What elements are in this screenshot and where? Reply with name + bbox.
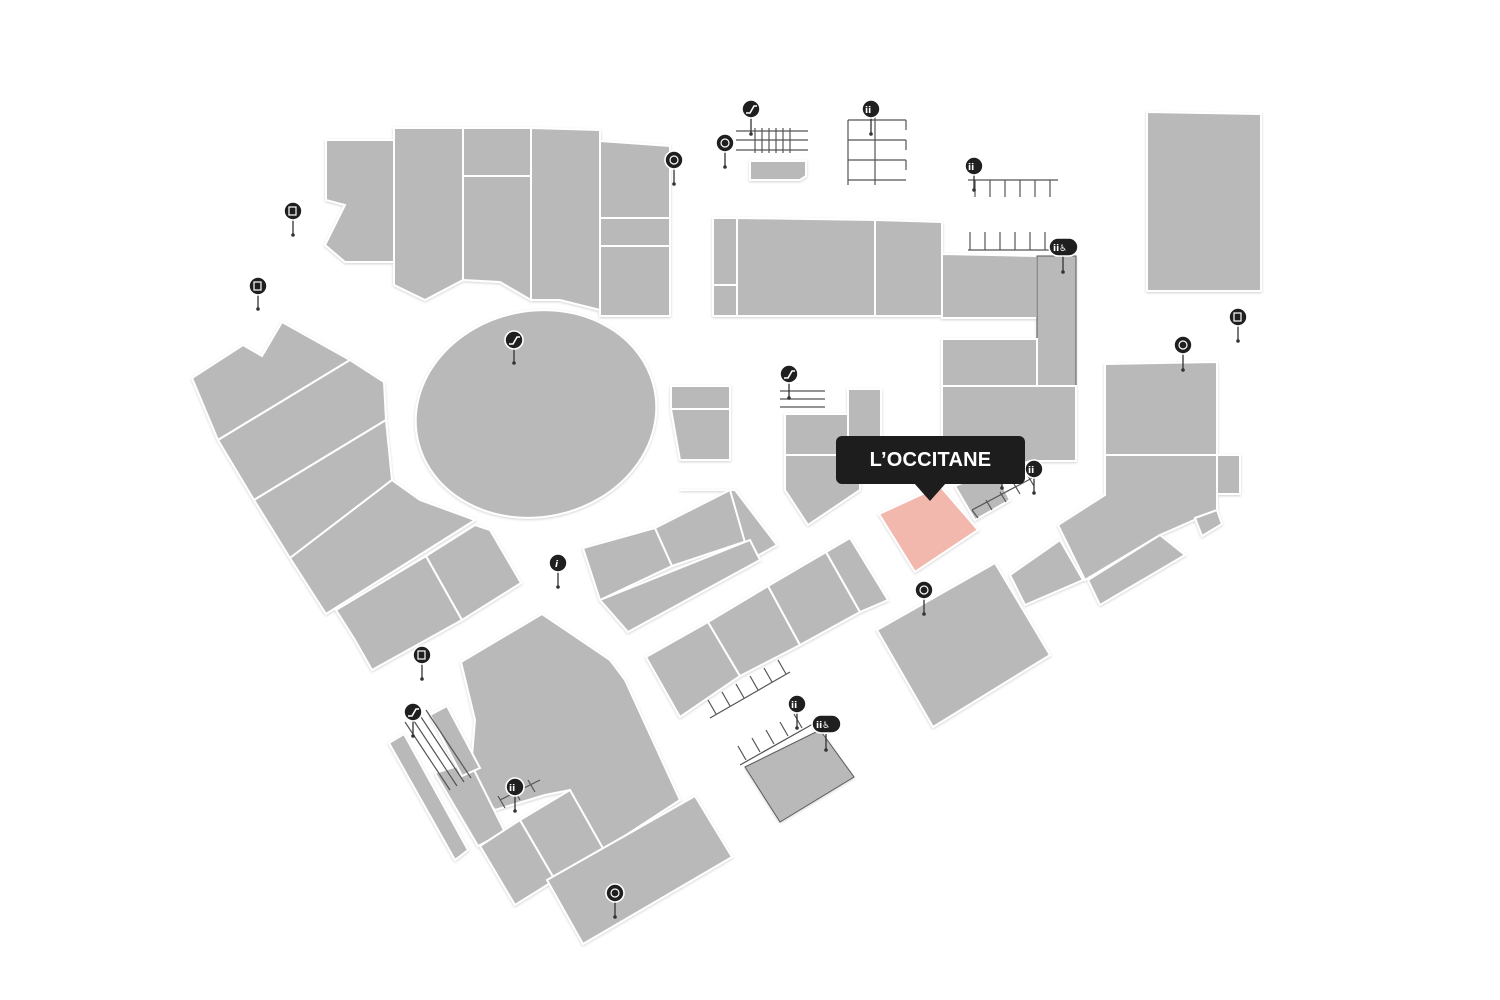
store-unit[interactable]: [670, 385, 731, 410]
svg-text:ii: ii: [1028, 466, 1034, 476]
svg-text:ii♿: ii♿: [816, 721, 830, 731]
store-unit[interactable]: [598, 538, 762, 634]
store-unit[interactable]: [1193, 508, 1224, 538]
store-unit[interactable]: [599, 139, 671, 219]
store-unit[interactable]: [393, 127, 464, 302]
store-unit[interactable]: [387, 732, 470, 862]
svg-text:i: i: [555, 560, 559, 570]
store-unit[interactable]: [1146, 110, 1262, 292]
restroom-icon[interactable]: ii: [861, 99, 881, 136]
atm-icon[interactable]: [1173, 335, 1193, 372]
store-unit[interactable]: [874, 218, 943, 317]
store-tooltip: L’OCCITANE: [836, 436, 1025, 484]
exit-icon[interactable]: [248, 276, 268, 311]
store-unit[interactable]: [824, 536, 890, 614]
store-unit[interactable]: [216, 358, 388, 502]
store-unit[interactable]: [428, 704, 482, 778]
store-unit[interactable]: [1216, 454, 1241, 495]
tooltip-pointer: [914, 483, 946, 501]
store-unit[interactable]: [530, 126, 601, 312]
exit-icon[interactable]: [412, 645, 432, 681]
escalator-icon[interactable]: [779, 364, 799, 400]
restroom-icon[interactable]: ii: [964, 156, 984, 192]
restroom-icon[interactable]: ii: [787, 694, 807, 730]
restroom-icon[interactable]: ii: [1024, 459, 1044, 495]
store-unit[interactable]: [462, 127, 532, 177]
atm-icon[interactable]: [914, 580, 934, 616]
store-unit[interactable]: [669, 408, 731, 461]
information-icon[interactable]: i: [548, 553, 568, 589]
store-unit[interactable]: [736, 216, 876, 317]
exit-icon[interactable]: [1228, 307, 1248, 343]
map-pins: ii ii ii♿ ii i ii ii♿ ii: [248, 99, 1248, 919]
accessible-restroom-icon[interactable]: ii♿: [811, 714, 842, 752]
store-unit[interactable]: [941, 252, 1038, 319]
store-unit[interactable]: [744, 729, 855, 823]
store-unit[interactable]: [323, 139, 395, 263]
atm-icon[interactable]: [715, 133, 735, 169]
central-plaza: [414, 309, 658, 519]
store-unit[interactable]: [462, 175, 532, 302]
svg-text:ii: ii: [865, 106, 871, 116]
escalator-icon[interactable]: [504, 330, 524, 365]
store-unit[interactable]: [545, 794, 734, 946]
escalator-steps: [404, 128, 825, 791]
store-unit[interactable]: [1008, 538, 1085, 607]
store-unit[interactable]: [1104, 360, 1218, 456]
escalator-icon[interactable]: [741, 99, 761, 136]
store-unit[interactable]: [1086, 533, 1187, 607]
store-unit[interactable]: [680, 489, 779, 562]
accessible-restroom-icon[interactable]: ii♿: [1048, 237, 1079, 274]
store-name-label: L’OCCITANE: [869, 448, 992, 471]
store-unit[interactable]: [749, 160, 807, 181]
svg-text:ii♿: ii♿: [1053, 244, 1067, 254]
exit-icon[interactable]: [283, 201, 303, 237]
store-unit[interactable]: [288, 478, 478, 616]
restroom-icon[interactable]: ii: [505, 777, 525, 813]
escalator-icon[interactable]: [403, 702, 423, 738]
store-unit[interactable]: [424, 523, 523, 622]
store-unit[interactable]: [599, 217, 671, 247]
store-unit[interactable]: [334, 554, 464, 672]
store-unit[interactable]: [712, 284, 738, 317]
store-unit[interactable]: [712, 217, 738, 286]
store-unit[interactable]: [1036, 255, 1077, 388]
svg-text:ii: ii: [509, 784, 515, 794]
store-unit[interactable]: [599, 245, 671, 317]
store-unit[interactable]: [941, 338, 1038, 387]
svg-text:ii: ii: [791, 701, 797, 711]
store-unit[interactable]: [875, 561, 1052, 729]
svg-text:ii: ii: [968, 163, 974, 173]
atm-icon[interactable]: [664, 150, 684, 186]
atm-icon[interactable]: [605, 883, 625, 919]
